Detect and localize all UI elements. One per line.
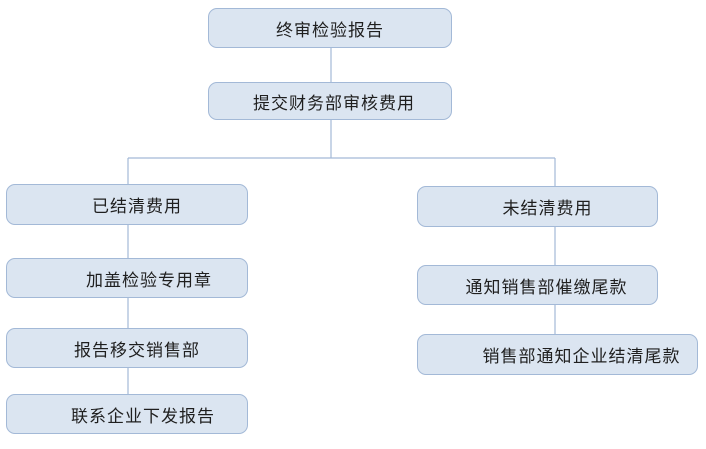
flow-node-transfer-report-to-sales: 报告移交销售部 (6, 328, 248, 368)
flow-node-contact-company-issue-report: 联系企业下发报告 (6, 394, 248, 434)
flow-node-final-report: 终审检验报告 (208, 8, 452, 48)
flow-node-submit-finance: 提交财务部审核费用 (208, 82, 452, 120)
flow-node-sales-notify-company-settle: 销售部通知企业结清尾款 (417, 334, 698, 375)
flow-node-notify-sales-collect-balance: 通知销售部催缴尾款 (417, 265, 658, 305)
flow-node-fees-unsettled: 未结清费用 (417, 186, 658, 227)
flow-node-apply-inspection-stamp: 加盖检验专用章 (6, 258, 248, 298)
flow-node-fees-settled: 已结清费用 (6, 184, 248, 225)
